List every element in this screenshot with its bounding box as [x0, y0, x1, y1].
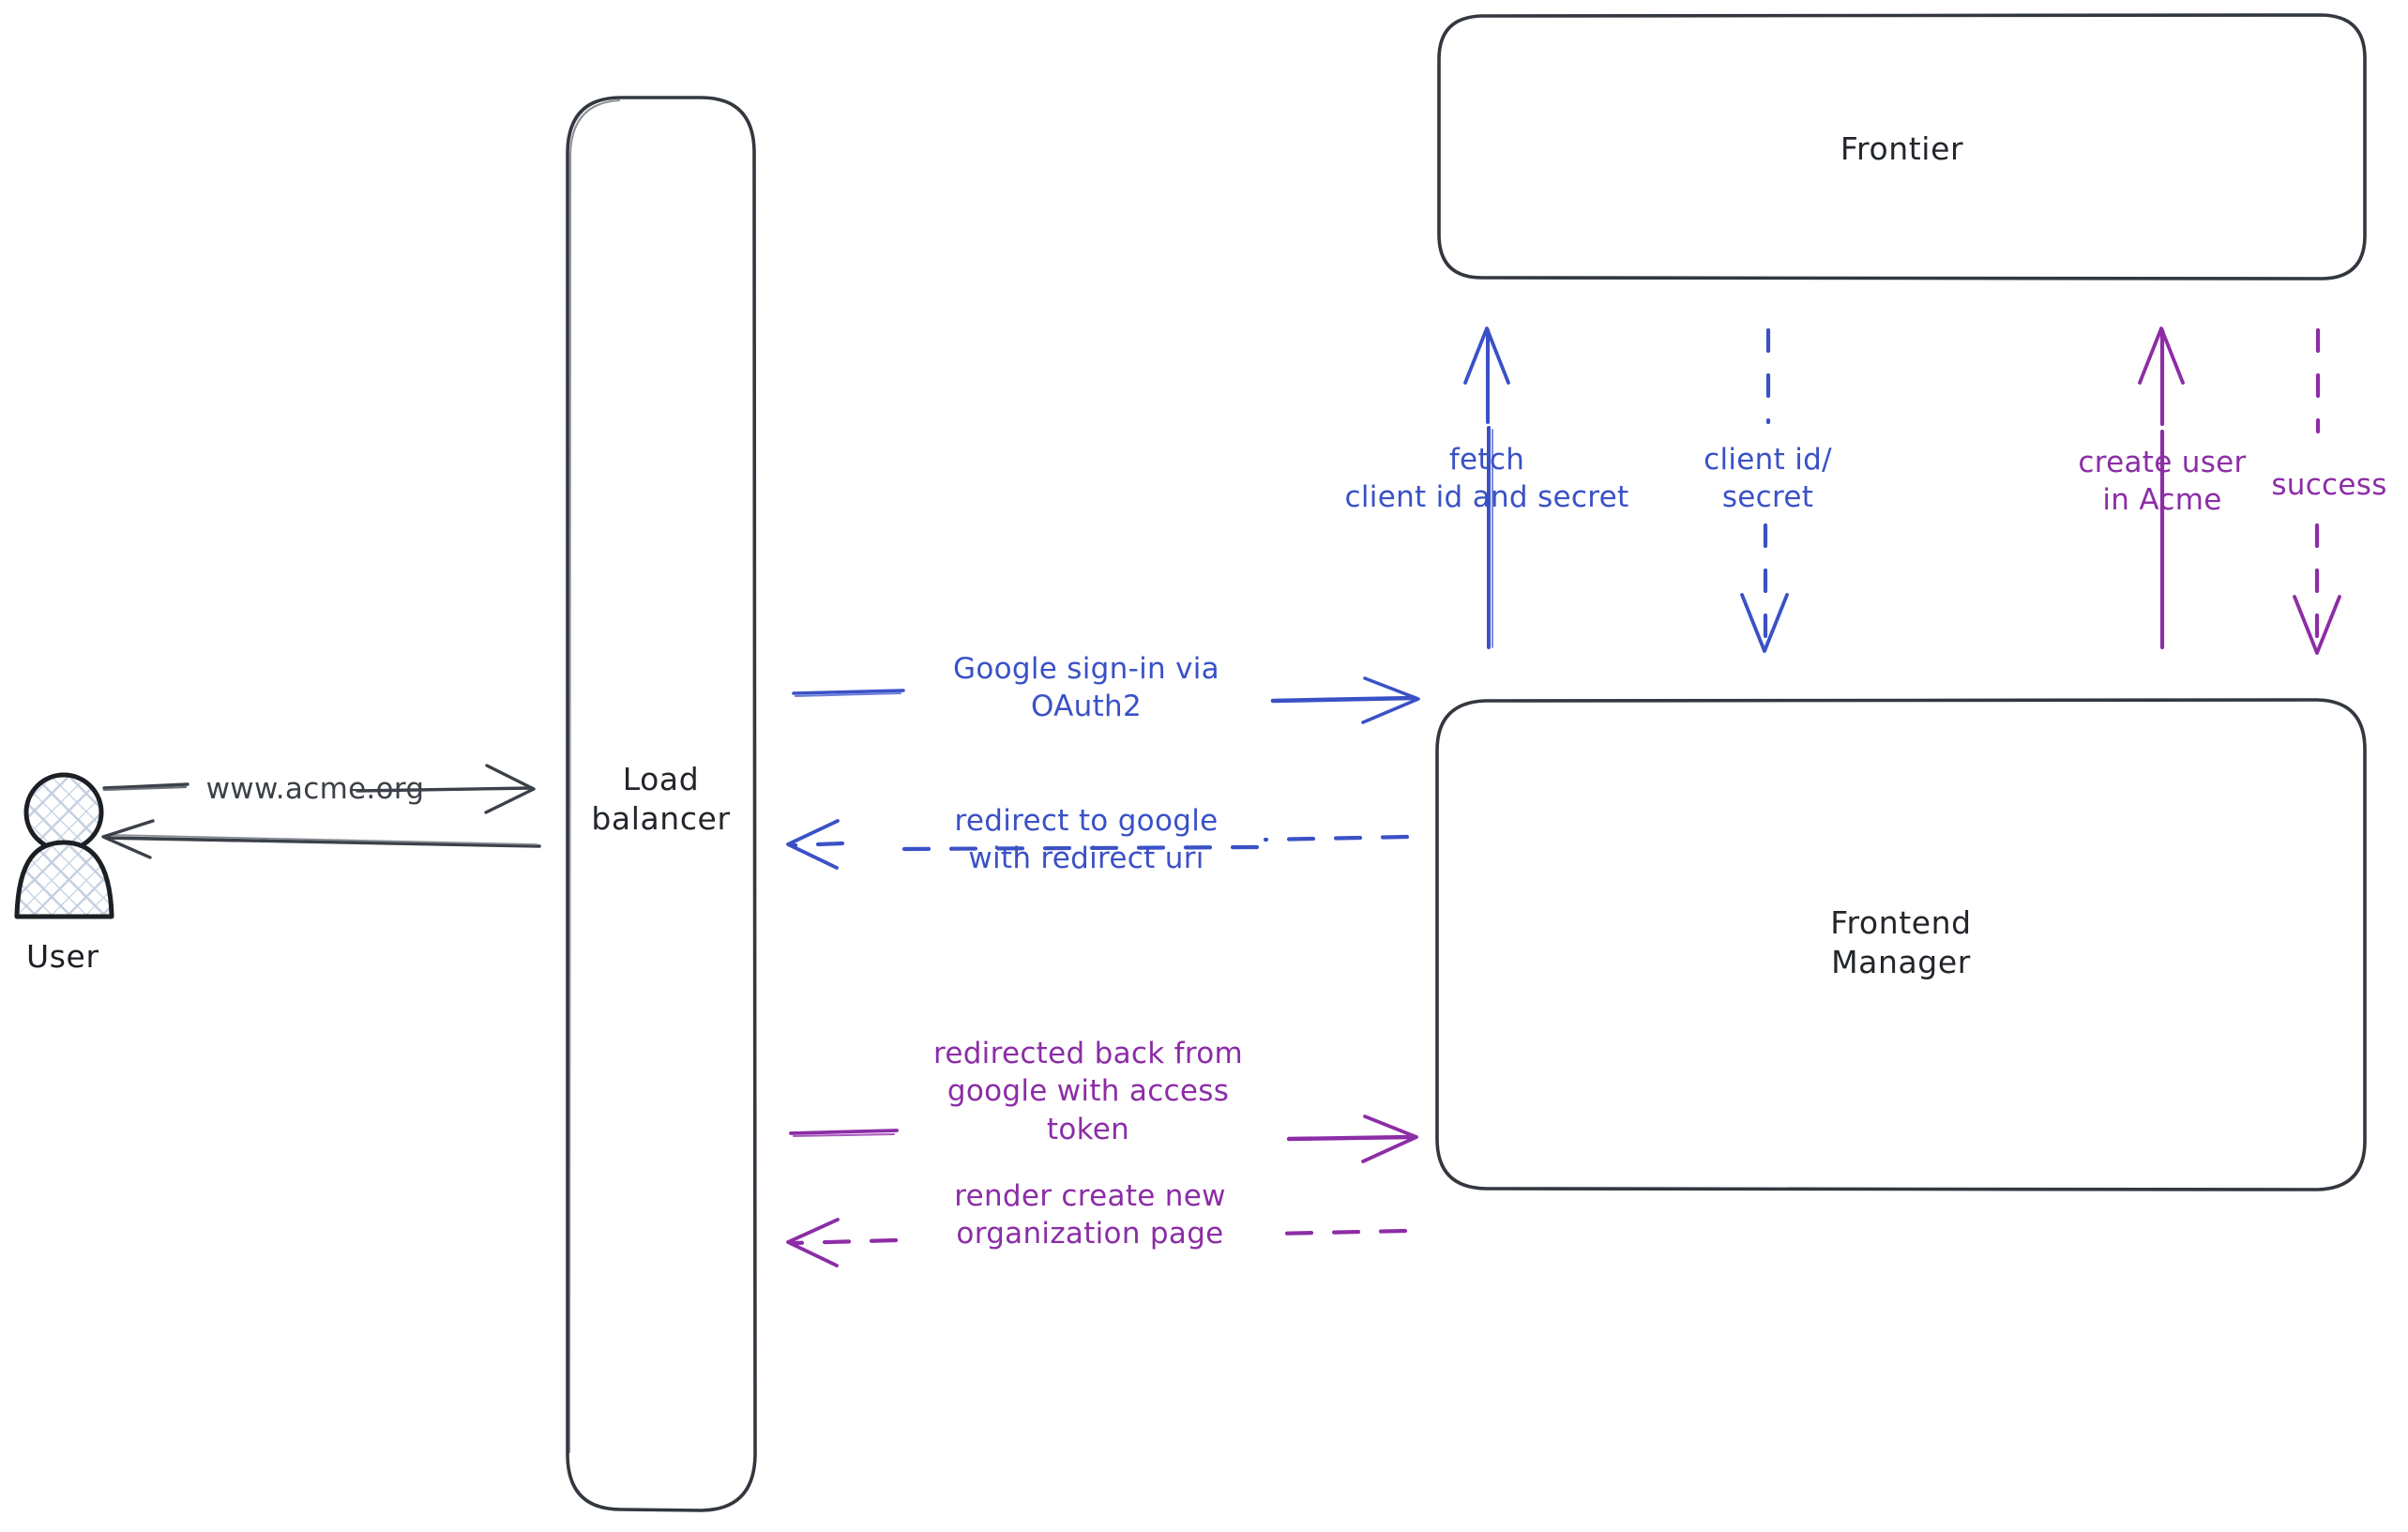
- frontend-manager-shape[interactable]: [1435, 698, 2367, 1191]
- edge-label-client-id-secret: client id/ secret: [1704, 443, 1832, 515]
- edge-fetch-client-id-and-secret-line: [1463, 326, 1510, 649]
- load-balancer-shape[interactable]: [566, 96, 757, 1512]
- frontier-shape[interactable]: [1437, 13, 2367, 281]
- edge-redirect-to-google-with-redirect-uri-line: [786, 819, 1410, 870]
- edge-label-redirected-back-from-google-with-access-token: redirected back from google with access …: [932, 1037, 1244, 1146]
- edge-user-to-load-balancer-line: [102, 764, 536, 814]
- edge-label-render-create-new-organization-page: render create new organization page: [954, 1179, 1226, 1251]
- edge-label-redirect-to-google-with-redirect-uri: redirect to google with redirect uri: [954, 804, 1219, 876]
- edge-client-id-secret-line: [1740, 327, 1789, 653]
- edge-google-signin-via-oauth2-line: [792, 676, 1420, 724]
- edge-redirected-back-from-google-with-access-token-line: [789, 1115, 1418, 1163]
- user-actor-shape[interactable]: [14, 772, 114, 919]
- edge-label-google-signin-via-oauth2: Google sign-in via OAuth2: [953, 652, 1219, 724]
- edge-label-create-user-in-acme: create user in Acme: [2078, 446, 2247, 518]
- edge-create-user-in-acme-line: [2138, 326, 2185, 650]
- user-actor-label: User: [26, 938, 99, 975]
- edge-label-success: success: [2271, 468, 2387, 502]
- edge-success-line: [2293, 327, 2341, 655]
- edge-load-balancer-to-user-line: [101, 819, 541, 859]
- edge-label-fetch-client-id-and-secret: fetch client id and secret: [1344, 443, 1629, 515]
- edge-label-www-acme-org: www.acme.org: [205, 772, 425, 806]
- edge-render-create-new-organization-page-line: [786, 1218, 1408, 1267]
